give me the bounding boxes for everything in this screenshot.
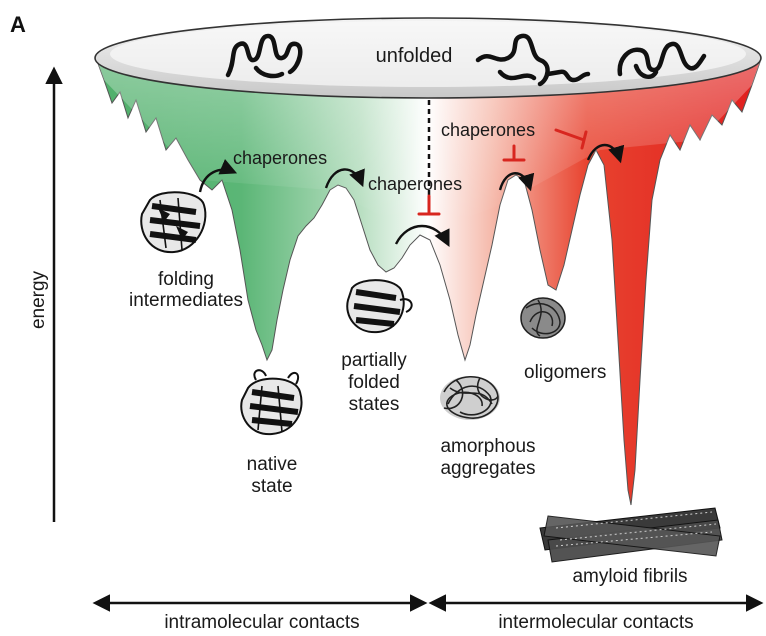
unfolded-chains-icon: [225, 33, 707, 87]
arrow-oligomer-barrier: [498, 172, 535, 192]
label-chaperones-center: chaperones: [368, 174, 462, 194]
label-folding-intermediates-1: folding: [158, 269, 214, 290]
label-amorphous-aggregates-2: aggregates: [440, 458, 535, 479]
arrow-left-up: [198, 158, 238, 193]
label-partially-folded-3: states: [349, 394, 400, 415]
label-partially-folded-2: folded: [348, 372, 400, 393]
transition-arrows: [198, 143, 625, 248]
folding-intermediates-icon: [140, 191, 207, 254]
label-chaperones-left: chaperones: [233, 148, 327, 168]
inhibition-center: [417, 194, 441, 216]
inhibition-fibril: [554, 128, 588, 150]
label-intermolecular-contacts: intermolecular contacts: [498, 612, 693, 633]
amorphous-aggregates-icon: [440, 376, 500, 420]
panel-letter: A: [10, 12, 26, 37]
native-state-icon: [240, 369, 303, 436]
oligomers-icon: [520, 297, 566, 339]
energy-axis-label: energy: [28, 270, 49, 329]
label-partially-folded-1: partially: [341, 350, 407, 371]
partially-folded-icon: [346, 279, 413, 334]
arrow-fibril-barrier: [586, 143, 625, 164]
label-unfolded: unfolded: [376, 45, 453, 67]
arrow-native-barrier: [324, 168, 365, 189]
label-folding-intermediates-2: intermediates: [129, 290, 243, 311]
label-native-state-2: state: [251, 476, 292, 497]
inhibition-oligomer: [502, 144, 526, 162]
label-amyloid-fibrils: amyloid fibrils: [572, 566, 687, 587]
label-oligomers: oligomers: [524, 362, 606, 383]
inhibition-markers: [417, 128, 588, 216]
label-intramolecular-contacts: intramolecular contacts: [164, 612, 359, 633]
label-native-state-1: native: [247, 454, 298, 475]
arrow-center-barrier: [394, 224, 450, 248]
amyloid-fibrils-icon: [539, 507, 723, 563]
label-amorphous-aggregates-1: amorphous: [440, 436, 535, 457]
label-chaperones-right: chaperones: [441, 120, 535, 140]
